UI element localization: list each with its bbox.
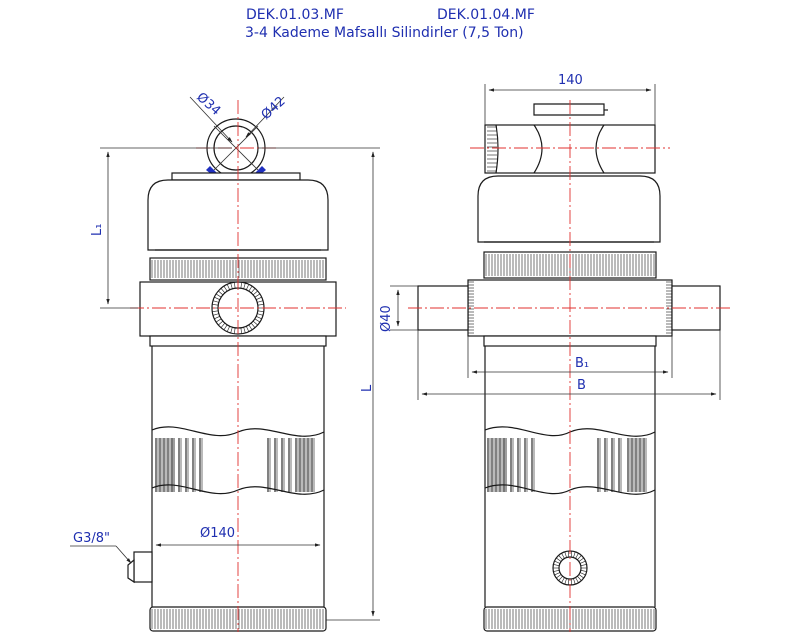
left-view	[127, 100, 346, 632]
drawing-title: 3-4 Kademe Mafsallı Silindirler (7,5 Ton…	[245, 25, 524, 41]
dim-body-dia: Ø140	[200, 526, 235, 541]
dim-b: B	[577, 378, 586, 393]
dim-port: G3/8"	[73, 531, 110, 546]
model-code-right: DEK.01.04.MF	[437, 7, 535, 23]
dim-width-top: 140	[558, 73, 583, 88]
dim-b1: B₁	[575, 356, 589, 371]
right-view	[408, 100, 730, 632]
model-code-left: DEK.01.03.MF	[246, 7, 344, 23]
dim-eye-inner: Ø34	[193, 90, 223, 119]
clevis-top-block	[533, 103, 605, 116]
right-top-cap	[477, 175, 661, 243]
right-dimensions: 140 Ø40 B₁ B	[379, 73, 721, 400]
dim-l1: L₁	[90, 224, 105, 236]
dim-l: L	[360, 384, 375, 392]
port-boss	[133, 551, 153, 583]
dim-trunnion-dia: Ø40	[379, 305, 394, 332]
top-plate	[171, 172, 301, 181]
